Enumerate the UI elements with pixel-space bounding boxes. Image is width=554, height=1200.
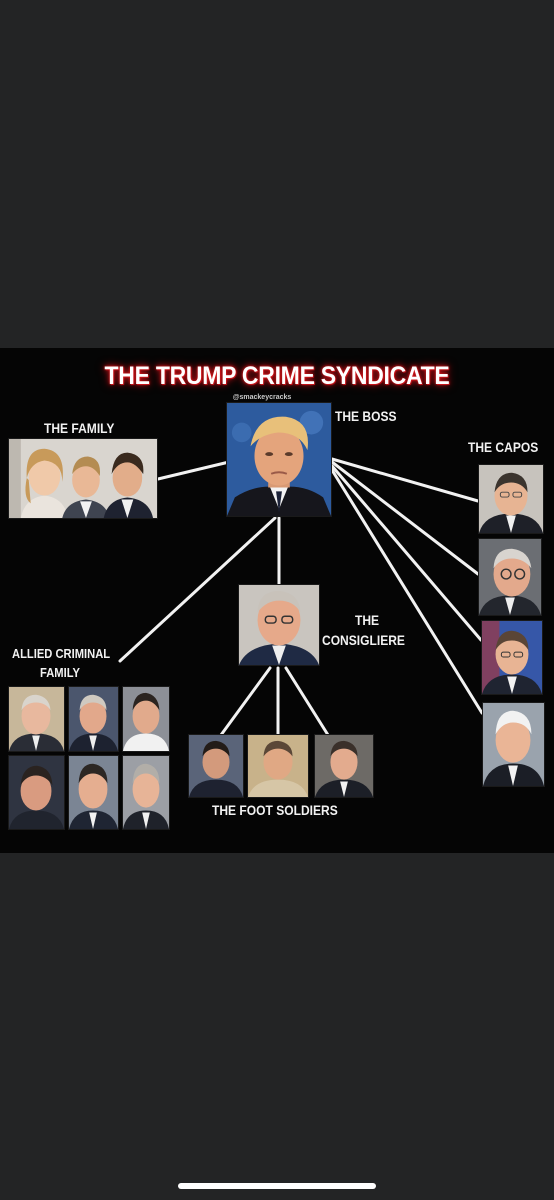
capos-label: THE CAPOS	[468, 439, 539, 455]
connector-consigliere-soldier-3	[284, 666, 330, 737]
image-credit: @smackeycracks	[232, 394, 292, 401]
org-chart-image: THE TRUMP CRIME SYNDICATE @smackeycracks	[0, 348, 554, 853]
allied-photo-4	[8, 755, 65, 830]
connector-boss-capo-3	[330, 464, 483, 642]
connector-boss-capo-4	[330, 468, 484, 715]
boss-photo	[226, 402, 332, 517]
family-photo	[8, 438, 158, 519]
chart-title: THE TRUMP CRIME SYNDICATE	[104, 362, 450, 390]
allied-photo-5	[68, 755, 119, 830]
capo-photo-2	[478, 538, 542, 616]
foot-soldiers-label: THE FOOT SOLDIERS	[212, 802, 338, 818]
connector-consigliere-soldier-1	[219, 666, 272, 737]
foot-soldier-photo-1	[188, 734, 244, 798]
consigliere-label-line2: CONSIGLIERE	[322, 632, 405, 648]
connector-boss-capo-2	[330, 460, 480, 576]
connector-boss-allied	[118, 516, 277, 663]
allied-photo-3	[122, 686, 170, 752]
allied-photo-1	[8, 686, 65, 752]
capo-photo-3	[481, 620, 543, 695]
consigliere-photo	[238, 584, 320, 666]
connector-lines	[118, 457, 484, 737]
foot-soldier-photo-3	[314, 734, 374, 798]
family-label: THE FAMILY	[44, 420, 115, 436]
allied-label-line1: ALLIED CRIMINAL	[12, 646, 111, 661]
consigliere-label-line1: THE	[355, 612, 380, 628]
allied-photo-2	[68, 686, 119, 752]
boss-label: THE BOSS	[335, 408, 397, 424]
allied-label-line2: FAMILY	[40, 665, 80, 680]
allied-photo-6	[122, 755, 170, 830]
home-indicator[interactable]	[178, 1183, 376, 1189]
connector-boss-capo-1	[330, 457, 480, 503]
connector-boss-family	[156, 460, 231, 481]
foot-soldier-photo-2	[247, 734, 309, 798]
capo-photo-4	[482, 702, 545, 787]
capo-photo-1	[478, 464, 544, 534]
